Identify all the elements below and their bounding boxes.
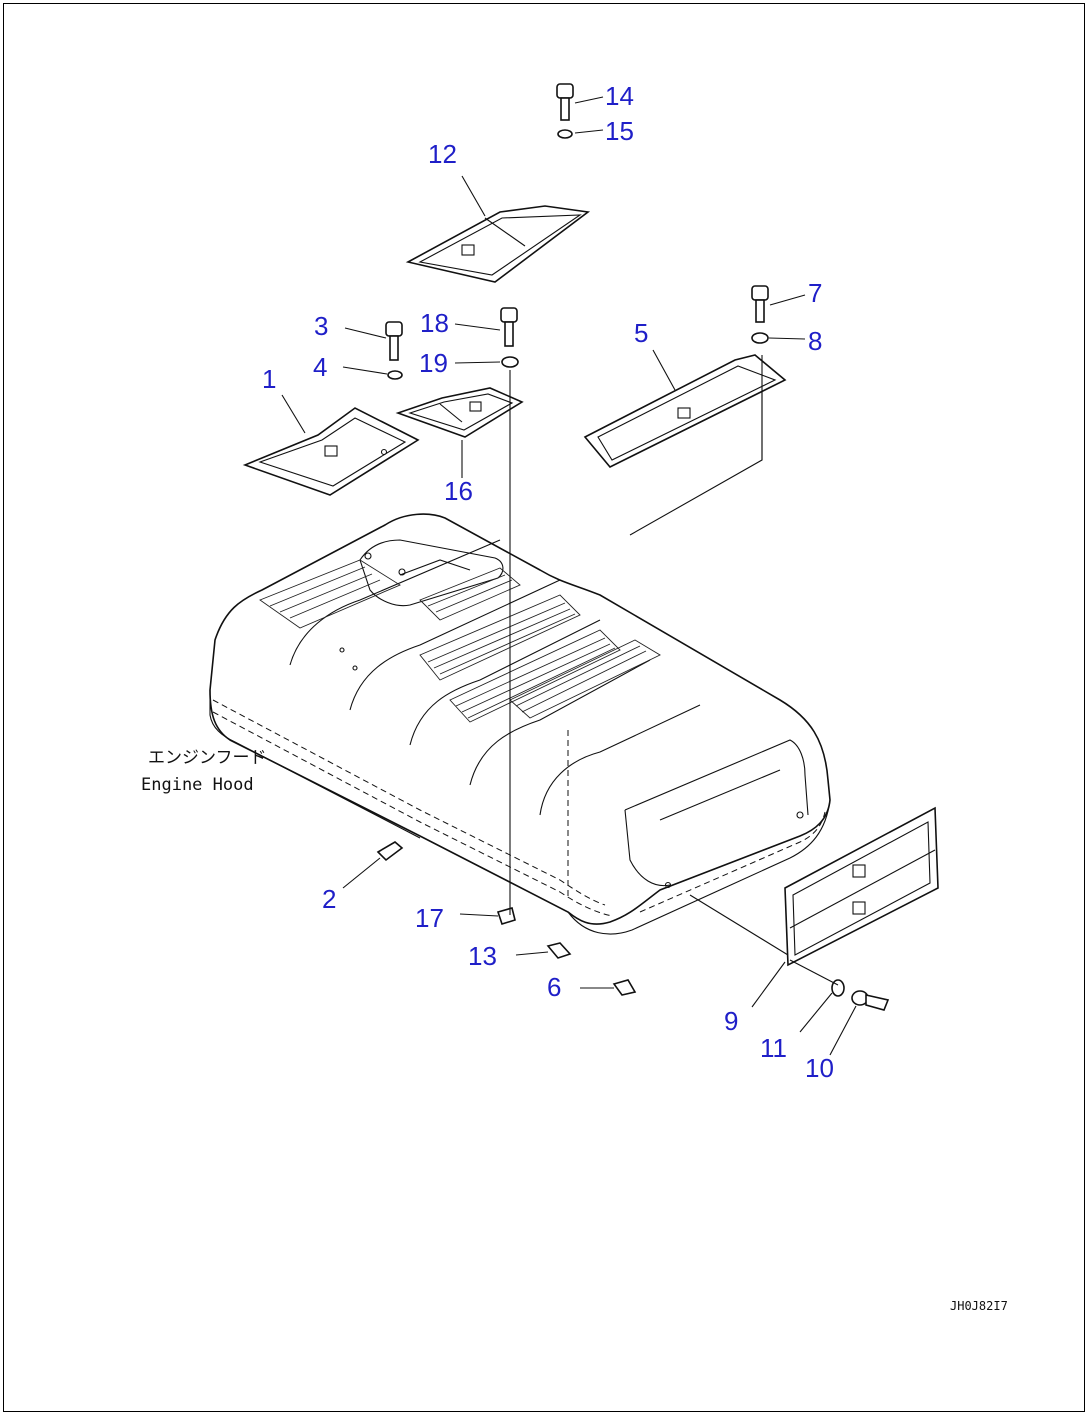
- callout-2: 2: [322, 884, 336, 914]
- callout-7: 7: [808, 278, 822, 308]
- hood-grille: [259, 559, 661, 723]
- engine-hood-label: エンジンフード Engine Hood: [141, 748, 267, 795]
- clip-2: [376, 841, 404, 862]
- screen-panel-9: [784, 806, 939, 967]
- drawing-code: JH0J82I7: [950, 1299, 1008, 1313]
- callout-12: 12: [428, 139, 457, 169]
- bolt-3: [385, 321, 403, 361]
- callout-labels: 1 2 3 4 5 6 7 8 9 10 11 12 13 14 15 16 1…: [262, 81, 834, 1083]
- clip-17: [496, 907, 516, 925]
- washer-19: [501, 356, 519, 368]
- leader-lines: [281, 96, 857, 1056]
- callout-6: 6: [547, 972, 561, 1002]
- cover-plate-16: [395, 387, 524, 438]
- alignment-lines: [509, 355, 839, 986]
- callout-3: 3: [314, 311, 328, 341]
- washer-15: [557, 129, 573, 139]
- clip-6: [612, 979, 637, 996]
- callout-8: 8: [808, 326, 822, 356]
- washer-4: [387, 370, 403, 380]
- callout-9: 9: [724, 1006, 738, 1036]
- callout-10: 10: [805, 1053, 834, 1083]
- cover-plate-12: [405, 205, 591, 283]
- callout-1: 1: [262, 364, 276, 394]
- bolt-14: [556, 83, 574, 121]
- callout-5: 5: [634, 318, 648, 348]
- callout-11: 11: [760, 1033, 787, 1063]
- cover-plate-5: [583, 354, 787, 468]
- clip-13: [546, 942, 572, 959]
- engine-hood: [209, 513, 831, 935]
- callout-15: 15: [605, 116, 634, 146]
- callout-13: 13: [468, 941, 497, 971]
- washer-8: [751, 332, 769, 344]
- callout-4: 4: [313, 352, 327, 382]
- drawing-frame: [3, 3, 1085, 1412]
- wing-nut-10: [851, 990, 890, 1011]
- engine-hood-label-english: Engine Hood: [141, 775, 254, 795]
- engine-hood-label-japanese: エンジンフード: [148, 748, 267, 768]
- bolt-18: [500, 307, 518, 347]
- bolt-7: [751, 285, 769, 323]
- callout-16: 16: [444, 476, 473, 506]
- callout-14: 14: [605, 81, 634, 111]
- callout-19: 19: [419, 348, 448, 378]
- cover-plate-1: [242, 407, 420, 496]
- callout-18: 18: [420, 308, 449, 338]
- callout-17: 17: [415, 903, 444, 933]
